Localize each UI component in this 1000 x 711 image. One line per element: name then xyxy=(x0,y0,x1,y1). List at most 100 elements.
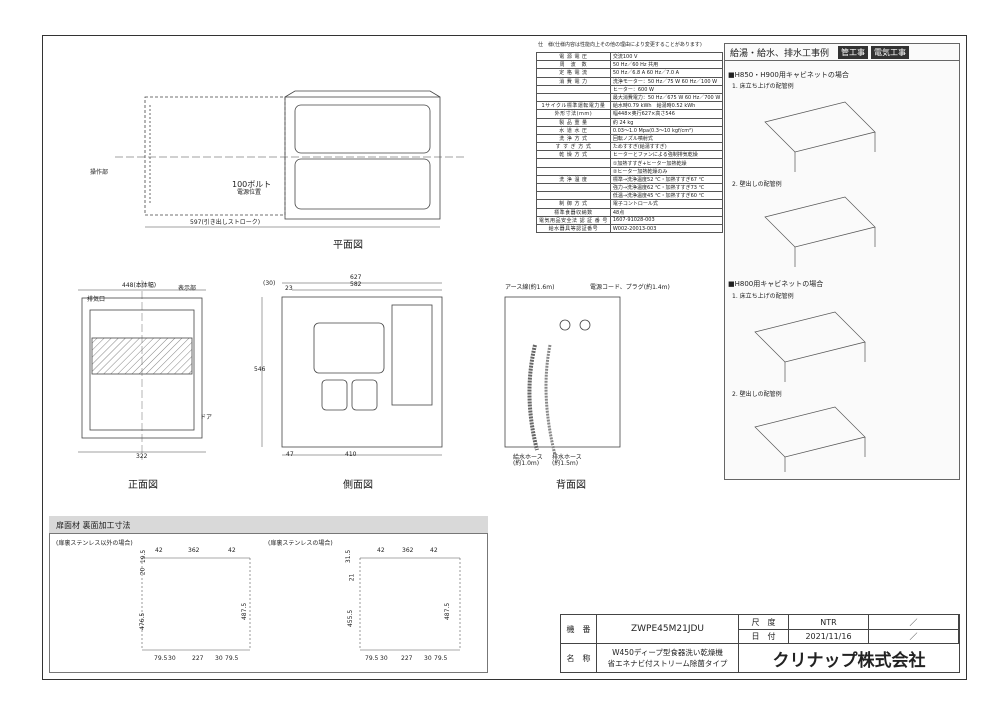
install-panel xyxy=(724,43,960,480)
spec-key: 乾 燥 方 式 xyxy=(536,150,611,160)
spec-row: ヒーター：600 W xyxy=(536,84,724,94)
spec-key: 洗 浄 温 度 xyxy=(536,174,611,185)
spec-key: す す ぎ 方 式 xyxy=(536,142,611,152)
spec-key xyxy=(536,158,611,168)
door-right-top-3: 42 xyxy=(430,547,438,554)
back-view-drawing xyxy=(504,296,621,456)
plan-view-label: 平面図 xyxy=(333,240,363,251)
front-view-drawing xyxy=(78,280,206,460)
name-line-2: 省エネナビ付ストリーム除菌タイプ xyxy=(607,659,728,668)
spec-value: 約 24 kg xyxy=(609,117,724,127)
spec-value: 低温→洗浄温度45 ℃・加熱すすぎ60 ℃ xyxy=(609,191,724,201)
scale-value: NTR xyxy=(789,615,869,630)
back-hose2-label: 排水ホース xyxy=(552,454,582,461)
spec-value: ヒーターとファンによる強制排気乾燥 xyxy=(609,150,724,160)
door-left-side-1: 19.5 xyxy=(140,549,148,564)
spec-key: 周 波 数 xyxy=(536,60,611,70)
spec-value: W002-20013-003 xyxy=(609,223,724,234)
model-label: 機 番 xyxy=(561,615,597,644)
spec-key: 定 格 電 流 xyxy=(536,68,611,78)
front-door-label: ドア xyxy=(200,414,213,421)
spec-row: 洗 浄 温 度標準→洗浄温度52 ℃・加熱すすぎ67 ℃ xyxy=(536,174,724,185)
spec-value: 48点 xyxy=(609,207,724,217)
side-dim-a: (30) xyxy=(263,280,276,287)
plan-subnote: 電源位置 xyxy=(237,189,262,196)
spec-value: 標準→洗浄温度52 ℃・加熱すすぎ67 ℃ xyxy=(609,174,724,185)
plan-note: 100ボルト xyxy=(232,180,272,189)
door-left-bottom-5: 79.5 xyxy=(225,655,239,662)
spec-key: 製 品 重 量 xyxy=(536,117,611,127)
back-cord-label: 電源コード、プラグ(約1.4m) xyxy=(590,284,670,291)
name-label: 名 称 xyxy=(561,644,597,672)
section-h800: ■H800用キャビネットの場合 xyxy=(728,280,824,288)
plan-dimension: 597(引き出しストローク) xyxy=(190,219,261,226)
spec-row: ②ヒーター加熱乾燥のみ xyxy=(536,166,724,176)
front-right-label: 表示部 xyxy=(178,285,197,292)
side-view-drawing xyxy=(261,282,443,456)
door-right-caption: (扉裏ステンレスの場合) xyxy=(268,540,333,547)
front-bottom-dim: 322 xyxy=(136,453,148,460)
spec-key: 制 御 方 式 xyxy=(536,199,611,209)
spec-row: 外形寸法(mm)幅448×奥行627×高さ546 xyxy=(536,109,724,119)
door-right-bottom-5: 79.5 xyxy=(434,655,448,662)
spec-value: 交流100 V xyxy=(609,51,724,62)
spec-key: 消 費 電 力 xyxy=(536,76,611,86)
back-hose1-len: (約1.0m) xyxy=(513,460,540,467)
door-right-side-3: 455.5 xyxy=(347,609,355,628)
install-title: 給湯・給水、排水工事例 xyxy=(730,49,830,59)
spec-key: 洗 浄 方 式 xyxy=(536,133,611,144)
door-left-top-1: 42 xyxy=(155,547,163,554)
spec-value: ヒーター：600 W xyxy=(609,84,724,94)
date-value: 2021/11/16 xyxy=(789,630,869,644)
spec-value: 給水時0.79 kWh 給湯時0.52 kWh xyxy=(609,101,724,111)
door-dimension-header xyxy=(49,516,488,534)
company-name: クリナップ株式会社 xyxy=(772,650,926,671)
spec-key xyxy=(536,84,611,94)
spec-key: 水 道 水 圧 xyxy=(536,125,611,135)
side-view-label: 側面図 xyxy=(343,480,373,491)
drawing-sheet-border xyxy=(42,35,967,680)
door-right-top-1: 42 xyxy=(377,547,385,554)
electric-work-badge: 電気工事 xyxy=(871,46,909,59)
door-left-diagram xyxy=(141,557,251,651)
case-h800-wall: 2. 壁出しの配管例 xyxy=(732,391,782,398)
title-block: 機 番 ZWPE45M21JDU 尺 度 NTR ／ 日 付 2021/11/1… xyxy=(560,614,960,673)
spec-key: 電気用品安全法 認 証 番 号 xyxy=(536,215,611,225)
door-left-bottom-4: 30 xyxy=(215,655,223,662)
spec-row: す す ぎ 方 式ためすすぎ(給湯すすぎ) xyxy=(536,142,724,152)
door-left-top-3: 42 xyxy=(228,547,236,554)
spec-row: 電 源 電 圧交流100 V xyxy=(536,51,724,62)
door-right-right-dim: 487.5 xyxy=(444,602,452,621)
spec-value: 最大消費電力：50 Hz／675 W 60 Hz／700 W xyxy=(609,92,724,103)
spec-key: 標準食器収納数 xyxy=(536,207,611,217)
back-view-label: 背面図 xyxy=(556,480,586,491)
spec-key: 外形寸法(mm) xyxy=(536,109,611,119)
door-left-right-dim: 487.5 xyxy=(241,602,249,621)
spec-value: 50 Hz／60 Hz 共用 xyxy=(609,60,724,70)
spec-key: 給水器具等認証番号 xyxy=(536,223,611,234)
door-dimension-title: 扉面材 裏面加工寸法 xyxy=(56,521,131,530)
door-left-bottom-1: 79.5 xyxy=(154,655,168,662)
back-hose1-label: 給水ホース xyxy=(513,454,543,461)
case-h850-wall: 2. 壁出しの配管例 xyxy=(732,181,782,188)
spec-key: 1サイクル標準運転電力量 xyxy=(536,101,611,111)
spec-key xyxy=(536,191,611,201)
door-right-top-2: 362 xyxy=(402,547,414,554)
name-cell: W450ディープ型食器洗い乾燥機 省エネナビ付ストリーム除菌タイプ xyxy=(597,644,739,672)
spec-key: 電 源 電 圧 xyxy=(536,51,611,62)
front-view-label: 正面図 xyxy=(128,480,158,491)
spec-key xyxy=(536,92,611,103)
spec-value: 電子コントロール式 xyxy=(609,199,724,209)
spec-value: ためすすぎ(給湯すすぎ) xyxy=(609,142,724,152)
spec-row: 制 御 方 式電子コントロール式 xyxy=(536,199,724,209)
spec-value: 強力→洗浄温度62 ℃・加熱すすぎ73 ℃ xyxy=(609,182,724,193)
scale-label: 尺 度 xyxy=(739,615,789,630)
spec-value: 洗浄モーター：50 Hz／75 W 60 Hz／100 W xyxy=(609,76,724,86)
door-right-diagram xyxy=(359,557,461,651)
front-left-label: 排気口 xyxy=(87,296,106,303)
spec-row: 消 費 電 力洗浄モーター：50 Hz／75 W 60 Hz／100 W xyxy=(536,76,724,86)
